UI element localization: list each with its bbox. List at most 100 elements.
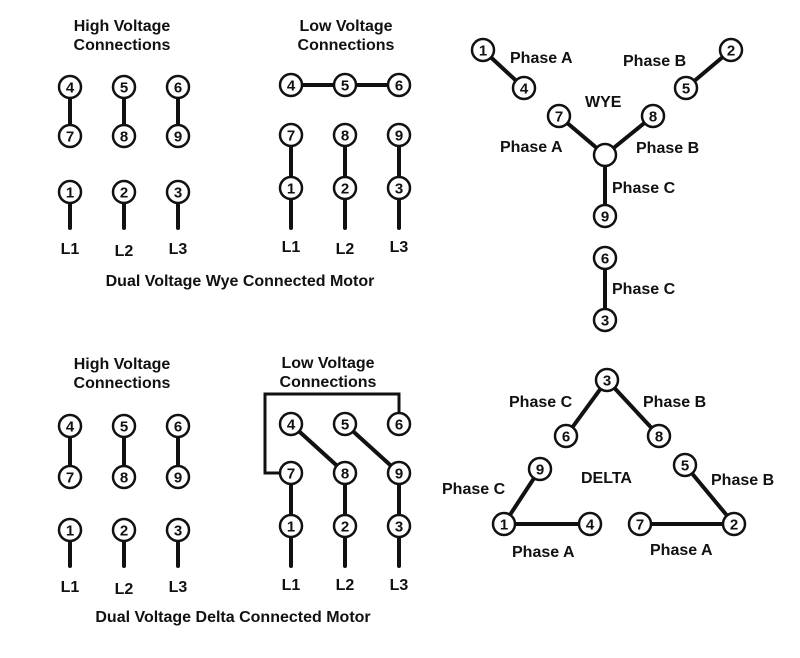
delta-low-voltage-connections: Low Voltage Connections 4 5 6 7 8 9 1 2 … (263, 355, 412, 594)
svg-text:9: 9 (601, 209, 609, 226)
line-label-l3: L3 (390, 577, 409, 594)
svg-text:3: 3 (395, 519, 403, 536)
terminal-5: 5 (673, 75, 699, 101)
line-label-l3: L3 (169, 579, 188, 596)
line-label-l2: L2 (115, 243, 134, 260)
svg-text:2: 2 (120, 185, 128, 202)
wye-low-voltage-heading-line1: Low Voltage (299, 18, 392, 35)
delta-title: DELTA (581, 470, 632, 487)
wye-high-voltage-connections: High Voltage Connections 4 5 6 7 8 9 1 2… (57, 18, 191, 260)
terminal-4: 4 (577, 511, 603, 537)
wye-low-voltage-heading-line2: Connections (298, 37, 395, 54)
svg-text:6: 6 (601, 251, 609, 268)
wye-high-voltage-heading-line1: High Voltage (74, 18, 171, 35)
svg-text:3: 3 (601, 313, 609, 330)
svg-text:3: 3 (174, 185, 182, 202)
svg-text:6: 6 (395, 417, 403, 434)
line-label-l3: L3 (390, 239, 409, 256)
terminal-3: 3 (592, 307, 618, 333)
svg-text:5: 5 (341, 417, 349, 434)
terminal-8: 8 (111, 464, 137, 490)
wye-high-voltage-heading-line2: Connections (74, 37, 171, 54)
terminal-7: 7 (278, 122, 304, 148)
svg-text:5: 5 (681, 458, 689, 475)
wye-phase-c-label: Phase C (612, 180, 676, 197)
svg-text:7: 7 (287, 128, 295, 145)
terminal-2: 2 (332, 513, 358, 539)
terminal-9: 9 (386, 122, 412, 148)
delta-phase-b-label: Phase B (711, 472, 774, 489)
wye-phase-c-lower-label: Phase C (612, 281, 676, 298)
terminal-3: 3 (165, 517, 191, 543)
terminal-1: 1 (278, 175, 304, 201)
terminal-6: 6 (165, 413, 191, 439)
terminal-5: 5 (111, 413, 137, 439)
svg-text:6: 6 (174, 80, 182, 97)
svg-text:1: 1 (287, 519, 295, 536)
terminal-4: 4 (511, 75, 537, 101)
svg-text:1: 1 (479, 43, 487, 60)
delta-phase-a-left-label: Phase A (512, 544, 575, 561)
svg-text:5: 5 (341, 78, 349, 95)
terminal-4: 4 (57, 413, 83, 439)
svg-text:8: 8 (341, 466, 349, 483)
svg-text:5: 5 (120, 80, 128, 97)
svg-text:9: 9 (536, 462, 544, 479)
svg-text:7: 7 (555, 109, 563, 126)
terminal-8: 8 (332, 122, 358, 148)
delta-low-voltage-heading-line2: Connections (280, 374, 377, 391)
wye-phase-b-label: Phase B (636, 140, 699, 157)
svg-text:9: 9 (395, 466, 403, 483)
line-label-l3: L3 (169, 241, 188, 258)
terminal-4: 4 (278, 411, 304, 437)
svg-text:9: 9 (174, 470, 182, 487)
terminal-9: 9 (165, 123, 191, 149)
svg-text:6: 6 (562, 429, 570, 446)
terminal-2: 2 (111, 517, 137, 543)
delta-phase-b-upper-label: Phase B (643, 394, 706, 411)
svg-text:1: 1 (66, 523, 74, 540)
delta-high-voltage-heading-line2: Connections (74, 375, 171, 392)
line-label-l1: L1 (282, 239, 301, 256)
terminal-1: 1 (470, 37, 496, 63)
svg-text:4: 4 (66, 80, 75, 97)
wye-phase-a-label: Phase A (500, 139, 563, 156)
wye-schematic: 1 4 2 5 7 8 9 6 3 Phase A Phase B WYE Ph… (470, 37, 744, 333)
wye-phase-a-upper-label: Phase A (510, 50, 573, 67)
terminal-2: 2 (332, 175, 358, 201)
terminal-6: 6 (386, 411, 412, 437)
terminal-7: 7 (546, 103, 572, 129)
terminal-8: 8 (640, 103, 666, 129)
terminal-2: 2 (111, 179, 137, 205)
svg-text:2: 2 (727, 43, 735, 60)
terminal-1: 1 (57, 179, 83, 205)
delta-high-voltage-connections: High Voltage Connections 4 5 6 7 8 9 1 2… (57, 356, 191, 598)
terminal-2: 2 (721, 511, 747, 537)
delta-low-voltage-heading-line1: Low Voltage (281, 355, 374, 372)
terminal-8: 8 (111, 123, 137, 149)
svg-text:8: 8 (341, 128, 349, 145)
wye-motor-caption: Dual Voltage Wye Connected Motor (106, 273, 375, 290)
terminal-6: 6 (165, 74, 191, 100)
svg-text:3: 3 (174, 523, 182, 540)
svg-text:8: 8 (120, 129, 128, 146)
svg-text:4: 4 (287, 417, 296, 434)
terminal-6: 6 (386, 72, 412, 98)
svg-text:3: 3 (603, 373, 611, 390)
terminal-3: 3 (386, 513, 412, 539)
svg-text:7: 7 (66, 129, 74, 146)
terminal-6: 6 (592, 245, 618, 271)
line-label-l2: L2 (336, 577, 355, 594)
svg-text:3: 3 (395, 181, 403, 198)
wye-low-voltage-connections: Low Voltage Connections 4 5 6 7 8 9 1 2 … (278, 18, 412, 258)
svg-text:2: 2 (341, 519, 349, 536)
svg-text:4: 4 (287, 78, 296, 95)
terminal-2: 2 (718, 37, 744, 63)
terminal-1: 1 (278, 513, 304, 539)
terminal-9: 9 (592, 203, 618, 229)
terminal-3: 3 (165, 179, 191, 205)
svg-text:7: 7 (66, 470, 74, 487)
svg-text:8: 8 (655, 429, 663, 446)
svg-text:2: 2 (341, 181, 349, 198)
